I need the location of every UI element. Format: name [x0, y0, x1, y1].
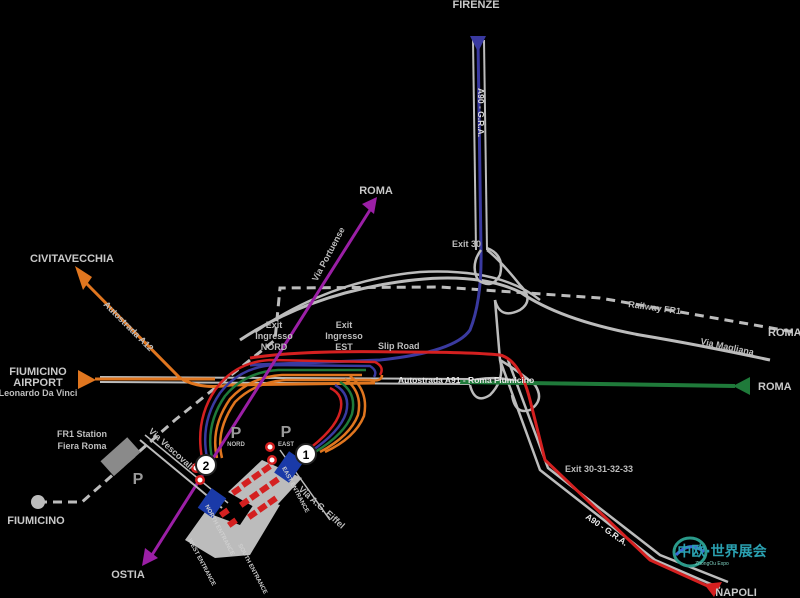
label-exit-30: Exit 30 [452, 239, 481, 249]
grey-ramp-north [254, 270, 541, 334]
label-roma-east: ROMA [758, 381, 792, 393]
label-fiumicino: FIUMICINO [7, 515, 65, 527]
marker-1: 1 [295, 443, 317, 465]
fair-blue-sign-north [197, 488, 227, 518]
label-ostia: OSTIA [111, 569, 145, 581]
gra-interchange [459, 246, 729, 590]
label-slip-road: Slip Road [378, 341, 420, 351]
label-exit-est-1: Exit [336, 320, 353, 330]
airport-arrow [78, 370, 96, 389]
label-exit-nord-2: Ingresso [255, 331, 293, 341]
label-a12: Autostrada A12 [102, 299, 156, 353]
label-via-magliana: Via Magliana [700, 336, 756, 357]
label-civitavecchia: CIVITAVECCHIA [30, 253, 114, 265]
marker-1-label: 1 [303, 448, 310, 462]
roma-east-arrow [733, 377, 750, 395]
label-roma-north: ROMA [359, 185, 393, 197]
gra-north-edge-left [472, 39, 477, 251]
fr1-station-block [100, 437, 141, 477]
a91-road-top [99, 376, 471, 380]
label-a91: Autostrada A91 - Roma Fiumicino [398, 375, 534, 385]
nord-route-bundle [198, 358, 384, 459]
label-station-2: Fiera Roma [57, 441, 107, 451]
label-firenze: FIRENZE [452, 0, 499, 11]
parking-east-label: EAST [278, 442, 294, 448]
gra-north-edge-right [483, 39, 488, 251]
a91-green-line [459, 380, 736, 388]
label-fiumicino-airport-2: AIRPORT [13, 377, 63, 389]
label-fiumicino-airport-3: Leonardo Da Vinci [0, 388, 77, 398]
parking-p-station: P [133, 471, 144, 488]
via-magliana-road [239, 276, 771, 362]
fiera-roma-complex [185, 451, 304, 558]
roma-north-arrow [362, 197, 377, 214]
label-roma-railway: ROMA [768, 327, 800, 339]
fair-pavilions [219, 463, 280, 528]
label-station-1: FR1 Station [57, 429, 107, 439]
via-portuense-line [150, 209, 372, 556]
marker-2: 2 [195, 454, 217, 476]
label-a90-north: A90 - G.R.A. [476, 88, 486, 137]
parking-nord-label: NORD [227, 442, 245, 448]
railway-fr1-line [38, 285, 800, 504]
east-route-bundle [304, 375, 367, 454]
logo-sub: ZhongOu Expo [695, 561, 729, 567]
marker-2-label: 2 [203, 459, 210, 473]
label-exit-est-2: Ingresso [325, 331, 363, 341]
label-napoli: NAPOLI [715, 587, 757, 598]
label-exit-nord-1: Exit [266, 320, 283, 330]
napoli-red-route [249, 350, 713, 590]
parking-p-east: P [281, 424, 292, 441]
ostia-arrow [142, 548, 158, 566]
parking-p-nord: P [231, 425, 242, 442]
napoli-arrow [704, 582, 722, 597]
label-exit-est-3: EST [335, 342, 353, 352]
label-fiumicino-airport-1: FIUMICINO [9, 366, 67, 378]
fiumicino-station-dot [31, 495, 45, 509]
logo-text: 中欧·世界展会 [677, 543, 767, 560]
label-exit-nord-3: NORD [261, 342, 288, 352]
label-railway-fr1: Railway FR1 [628, 299, 682, 316]
firenze-arrow [470, 36, 486, 52]
zhongou-expo-logo: 中欧·世界展会 ZhongOu Expo [672, 536, 768, 568]
civitavecchia-arrow [75, 266, 92, 290]
gra-blue-line [249, 39, 483, 367]
label-exit-multi: Exit 30-31-32-33 [565, 464, 633, 474]
